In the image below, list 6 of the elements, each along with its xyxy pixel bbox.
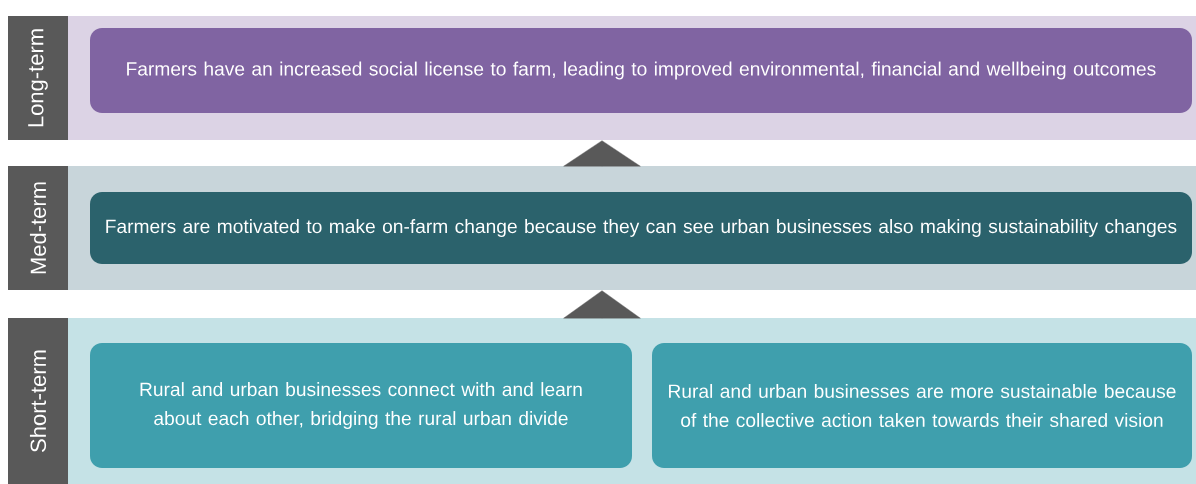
outcome-box: Farmers are motivated to make on-farm change because they can see urban businesses also making sustainability changes [90,192,1192,264]
outcome-box: Rural and urban businesses connect with and learn about each other, bridging the rural urban divide [90,343,632,468]
outcome-box: Farmers have an increased social license to farm, leading to improved environmental, financial and wellbeing outcomes [90,28,1192,113]
arrow [563,140,641,167]
arrow [563,290,641,319]
outcome-box: Rural and urban businesses are more sustainable because of the collective action taken towards their shared vision [652,343,1192,468]
